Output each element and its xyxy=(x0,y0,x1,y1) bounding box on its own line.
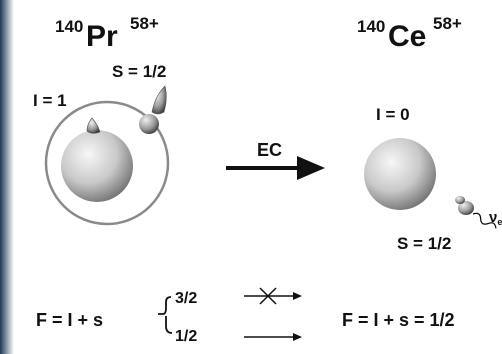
right-element-symbol: Ce xyxy=(388,20,426,53)
hyperfine-brace xyxy=(158,296,173,334)
neutrino-particle xyxy=(458,201,474,215)
forbidden-cross-icon-b xyxy=(259,287,277,305)
neutrino-spin-tail xyxy=(455,196,465,204)
pr-nucleus-sphere xyxy=(61,130,133,202)
nuclear-spin-arrow-icon xyxy=(86,117,101,134)
ec-arrow-head-icon xyxy=(297,156,325,180)
right-electron-spin-label: S = 1/2 xyxy=(397,234,451,253)
forbidden-arrow-head-icon xyxy=(293,292,302,300)
left-charge: 58+ xyxy=(130,14,159,33)
left-edge-strip xyxy=(0,0,14,354)
electron-orbit-ring xyxy=(44,100,170,226)
process-label: EC xyxy=(257,140,282,160)
right-charge: 58+ xyxy=(433,14,462,33)
electron-spin-arrow-icon xyxy=(151,85,167,115)
left-electron-spin-label: S = 1/2 xyxy=(112,62,166,81)
right-formula: F = I + s = 1/2 xyxy=(342,310,455,330)
allowed-arrow-head-icon xyxy=(293,333,302,341)
neutrino-wave-icon xyxy=(472,212,497,229)
electron-sphere xyxy=(139,114,159,134)
right-mass-number: 140 xyxy=(357,17,385,36)
neutrino-label: νe xyxy=(489,209,502,227)
right-nuclear-spin-label: I = 0 xyxy=(376,105,410,124)
left-formula: F = I + s xyxy=(36,310,103,330)
lower-state-label: 1/2 xyxy=(175,328,197,345)
left-nuclear-spin-label: I = 1 xyxy=(33,91,67,110)
ce-nucleus-sphere xyxy=(364,138,436,210)
left-element-symbol: Pr xyxy=(86,20,118,53)
upper-state-label: 3/2 xyxy=(175,290,197,307)
left-mass-number: 140 xyxy=(55,17,83,36)
